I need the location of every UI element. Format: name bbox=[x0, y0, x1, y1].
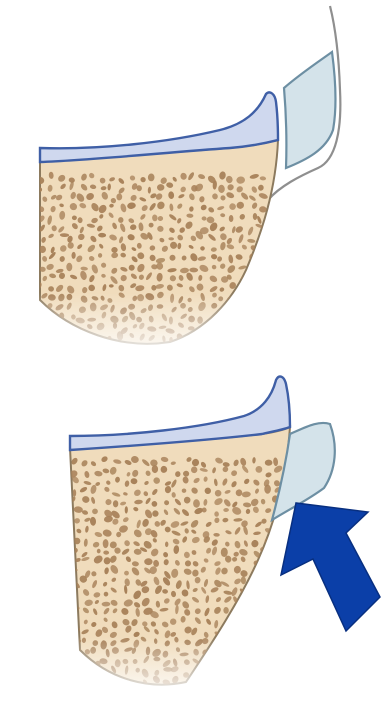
bottom-panel bbox=[0, 377, 384, 703]
top-panel bbox=[0, 6, 384, 370]
